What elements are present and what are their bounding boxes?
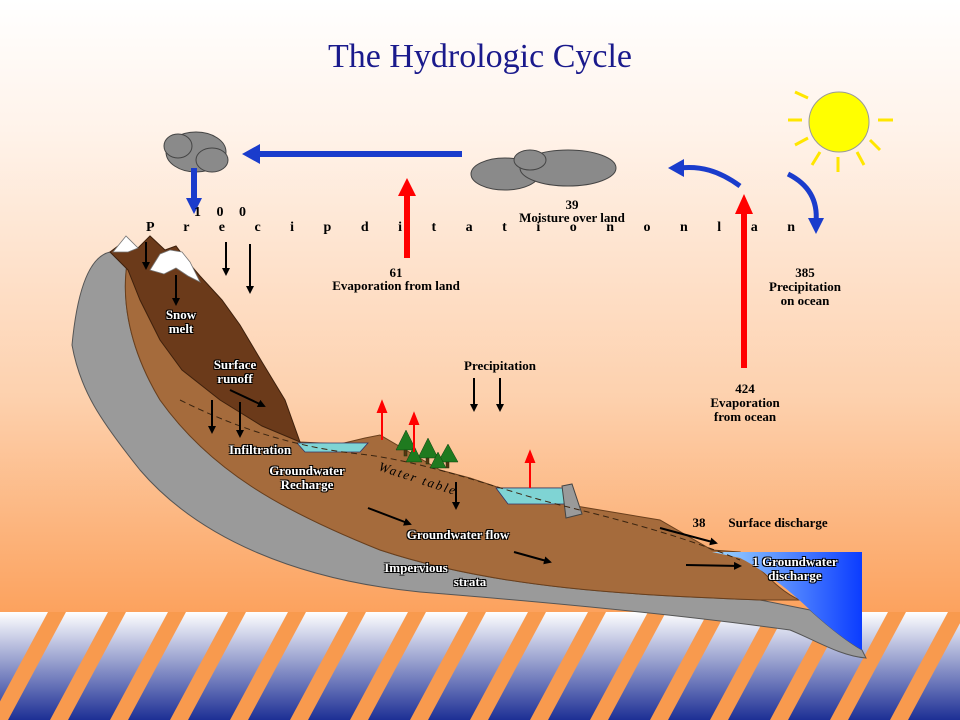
evap-ocean-label-2: from ocean [713, 409, 777, 424]
gw-discharge-label-1: 1 Groundwater [752, 554, 838, 569]
snow-melt-label-1: Snow [165, 307, 197, 322]
evap-ocean-value: 424 [735, 381, 755, 396]
surface-discharge-label: Surface discharge [728, 515, 828, 530]
precipitation-label: Precipitation [464, 358, 536, 373]
gw-discharge-label-2: discharge [768, 568, 822, 583]
snow-melt-label-2: melt [168, 321, 194, 336]
moisture-value: 39 [565, 197, 579, 212]
precip-land-value: 1 0 0 [194, 205, 252, 220]
moisture-transport-arrow [242, 144, 462, 164]
gw-flow-label: Groundwater flow [406, 527, 510, 542]
gw-recharge-label-1: Groundwater [269, 463, 345, 478]
infiltration-label: Infiltration [228, 442, 292, 457]
page-title: The Hydrologic Cycle [327, 38, 633, 75]
snow-cap-left [112, 235, 139, 253]
lake-2 [495, 487, 567, 505]
evap-land-label: Evaporation from land [332, 278, 460, 293]
sun-icon [788, 90, 893, 172]
black-flow-arrows [142, 242, 742, 570]
precipitation-on-land-arrow [186, 168, 202, 214]
evap-ocean-label-1: Evaporation [710, 395, 780, 410]
ocean [712, 552, 862, 650]
cloud-icon [163, 131, 229, 173]
dam [561, 483, 583, 519]
evaporation-from-ocean-arrow [735, 194, 753, 368]
precipitation-on-ocean-arrow [786, 171, 824, 234]
snow-cap-right [149, 249, 201, 283]
precip-ocean-value: 385 [795, 265, 815, 280]
evap-land-value: 61 [389, 265, 403, 280]
trees [395, 429, 459, 469]
evaporation-from-land-arrow [398, 178, 416, 258]
surface-runoff-label-2: runoff [217, 371, 253, 386]
lake-1 [296, 442, 369, 453]
ocean-to-cloud-arrow [668, 159, 742, 189]
impervious-label-1: Impervious [384, 560, 448, 575]
moisture-label: Moisture over land [519, 210, 625, 225]
gw-recharge-label-2: Recharge [280, 477, 334, 492]
cloud-icon [470, 149, 617, 191]
water-table-line [179, 399, 741, 561]
precip-ocean-label-1: Precipitation [769, 279, 841, 294]
small-evaporation-arrows [376, 399, 536, 488]
precip-ocean-label-2: on ocean [780, 293, 830, 308]
surface-discharge-value: 38 [692, 515, 706, 530]
precip-land-label: P r e c i p d i t a t i o n o n l a n [146, 220, 808, 235]
impervious-label-2: strata [453, 574, 487, 589]
surface-runoff-label-1: Surface [213, 357, 257, 372]
mountain [109, 235, 301, 443]
